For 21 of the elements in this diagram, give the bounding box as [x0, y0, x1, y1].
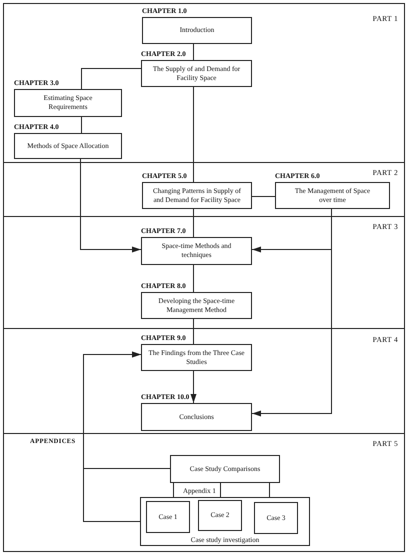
connector-line	[252, 196, 276, 197]
connector-line	[193, 264, 194, 292]
case-box	[146, 501, 190, 533]
arrow	[80, 158, 142, 252]
connector-line	[193, 208, 194, 238]
arrow	[252, 208, 332, 416]
connector-line	[193, 86, 194, 182]
arrow	[190, 370, 196, 404]
part-band	[3, 216, 405, 329]
part-band	[3, 433, 405, 552]
part-band	[3, 162, 405, 217]
connector-line	[193, 318, 194, 344]
case-box	[254, 502, 298, 534]
connector-line	[81, 68, 142, 90]
connector-line	[81, 116, 82, 134]
part-band	[3, 3, 405, 163]
arrow	[83, 352, 142, 522]
comparison-box	[170, 455, 280, 483]
connector-line	[193, 44, 194, 60]
case-box	[198, 500, 242, 531]
part-band	[3, 328, 405, 434]
